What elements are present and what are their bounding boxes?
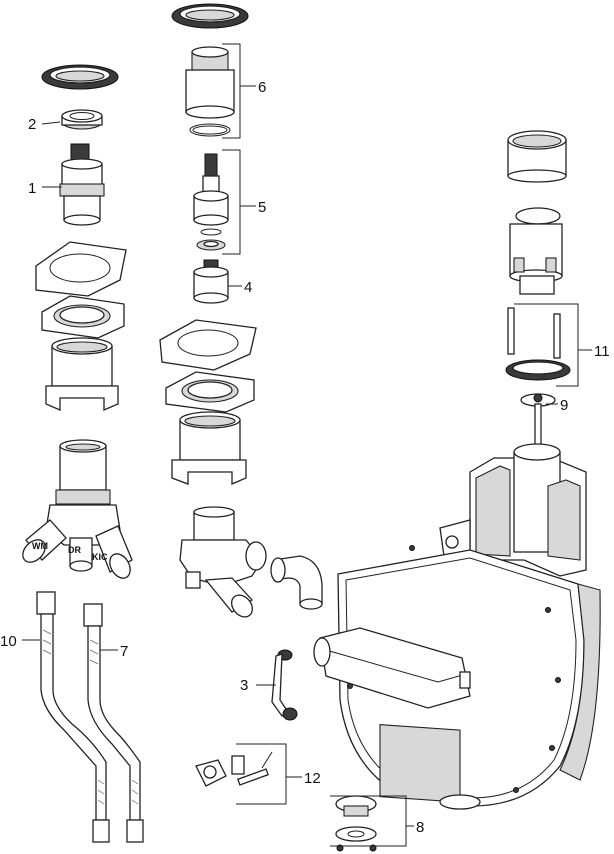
port-kic-marking: KIC [92,552,108,562]
main-housing [337,443,601,810]
part-1-cartridge [59,143,105,226]
flange-plate-middle [165,371,255,413]
part-11-rods-and-ring [505,307,571,381]
callout-9: 9 [560,397,568,414]
callout-1: 1 [28,180,36,197]
port-dr-marking: DR [68,545,81,555]
hose-7 [83,603,144,843]
flange-plate-left [41,295,125,339]
callout-4: 4 [244,279,252,296]
sleeve-middle [171,411,247,485]
sealing-ring-left [41,64,119,90]
part-12-fitting-set [195,751,273,787]
part-2-nut-ring [61,109,103,130]
callout-6: 6 [258,79,266,96]
part-6-extension-sleeve [185,46,235,137]
callout-8: 8 [416,819,424,836]
cap-cup [507,130,567,183]
part-3-connector-tube [271,649,298,721]
port-wm: WM [22,519,67,563]
horizontal-manifold [313,627,471,709]
hose-10 [36,591,110,843]
gasket-plate-middle [159,319,257,371]
port-wm-marking: WM [32,541,48,551]
gasket-plate-left-upper [35,241,127,297]
callout-2: 2 [28,116,36,133]
callout-3: 3 [240,677,248,694]
part-8-drain-assembly [335,795,377,852]
valve-body-left: WM DR KIC [22,439,133,579]
leader-lines [22,43,592,847]
push-button-cylinder [509,207,563,295]
part-9-spindle-disc [520,393,556,451]
callout-12: 12 [304,770,321,787]
elbow-fitting [270,555,323,610]
callout-10: 10 [0,633,17,650]
part-4-cartridge [193,259,229,304]
port-kic: KIC [92,525,133,579]
sealing-ring-top [171,3,249,29]
callout-11: 11 [594,343,610,360]
callout-5: 5 [258,199,266,216]
valve-body-middle [179,506,267,618]
sleeve-left [45,337,119,411]
callout-7: 7 [120,643,128,660]
part-5-spindle [193,153,229,251]
port-dr: DR [68,537,93,572]
